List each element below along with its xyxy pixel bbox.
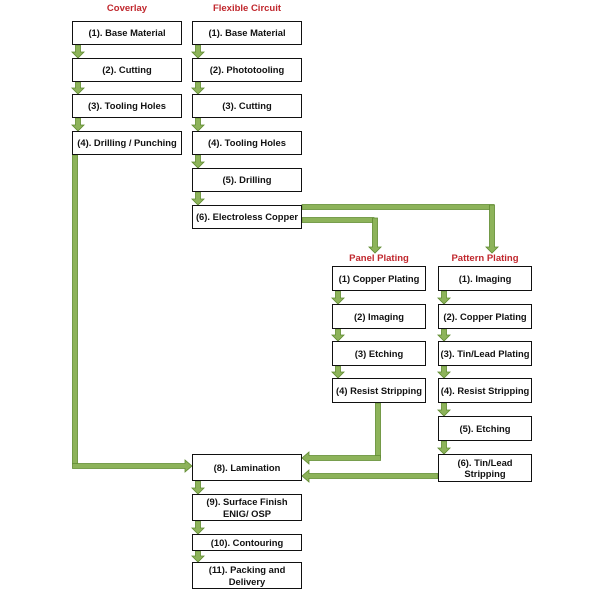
flow-arrow-12 bbox=[437, 328, 451, 342]
coverlay-step-4: (4). Drilling / Punching bbox=[72, 131, 182, 155]
flow-arrow-10 bbox=[331, 365, 345, 379]
flow-arrow-18 bbox=[191, 550, 205, 563]
to-panel-plating-arrow bbox=[368, 217, 382, 254]
final-step-packing-delivery: (11). Packing and Delivery bbox=[192, 562, 302, 589]
flow-arrow-14 bbox=[437, 402, 451, 417]
flex-step-2: (2). Phototooling bbox=[192, 58, 302, 82]
panel-step-2: (2) Imaging bbox=[332, 304, 426, 329]
flexible-circuit-header: Flexible Circuit bbox=[212, 3, 282, 14]
final-step-surface-finish: (9). Surface Finish ENIG/ OSP bbox=[192, 494, 302, 521]
final-step-contouring: (10). Contouring bbox=[192, 534, 302, 551]
pattern-step-4: (4). Resist Stripping bbox=[438, 378, 532, 403]
flow-arrow-13 bbox=[437, 365, 451, 379]
final-step-lamination: (8). Lamination bbox=[192, 454, 302, 481]
flow-arrow-2 bbox=[71, 117, 85, 132]
pattern-plating-header: Pattern Plating bbox=[451, 253, 519, 264]
pattern-step-6: (6). Tin/Lead Stripping bbox=[438, 454, 532, 482]
flow-arrow-6 bbox=[191, 154, 205, 169]
flow-arrow-7 bbox=[191, 191, 205, 206]
flex-step-6: (6). Electroless Copper bbox=[192, 205, 302, 229]
pattern-to-lamination-arrow bbox=[301, 469, 439, 483]
pattern-step-3: (3). Tin/Lead Plating bbox=[438, 341, 532, 366]
flow-arrow-4 bbox=[191, 81, 205, 95]
pattern-step-1: (1). Imaging bbox=[438, 266, 532, 291]
coverlay-step-2: (2). Cutting bbox=[72, 58, 182, 82]
flow-arrow-5 bbox=[191, 117, 205, 132]
branch-lower-bar bbox=[301, 217, 375, 223]
to-pattern-plating-arrow bbox=[485, 204, 499, 254]
panel-step-4: (4) Resist Stripping bbox=[332, 378, 426, 403]
flow-arrow-16 bbox=[191, 480, 205, 495]
flow-arrow-15 bbox=[437, 440, 451, 455]
flow-arrow-8 bbox=[331, 290, 345, 305]
panel-return-vertical bbox=[375, 402, 381, 459]
flow-arrow-0 bbox=[71, 44, 85, 59]
branch-top-bar bbox=[301, 204, 495, 210]
pattern-step-5: (5). Etching bbox=[438, 416, 532, 441]
coverlay-to-lamination-line bbox=[72, 154, 78, 465]
panel-step-3: (3) Etching bbox=[332, 341, 426, 366]
coverlay-header: Coverlay bbox=[106, 3, 148, 14]
flow-arrow-1 bbox=[71, 81, 85, 95]
flex-step-4: (4). Tooling Holes bbox=[192, 131, 302, 155]
flex-step-5: (5). Drilling bbox=[192, 168, 302, 192]
flow-arrow-17 bbox=[191, 520, 205, 535]
pattern-step-2: (2). Copper Plating bbox=[438, 304, 532, 329]
flow-arrow-3 bbox=[191, 44, 205, 59]
flow-arrow-9 bbox=[331, 328, 345, 342]
coverlay-step-1: (1). Base Material bbox=[72, 21, 182, 45]
coverlay-to-lamination-arrow bbox=[72, 459, 193, 473]
panel-to-lamination-arrow bbox=[301, 451, 381, 465]
coverlay-step-3: (3). Tooling Holes bbox=[72, 94, 182, 118]
panel-plating-header: Panel Plating bbox=[349, 253, 409, 264]
panel-step-1: (1) Copper Plating bbox=[332, 266, 426, 291]
flex-step-1: (1). Base Material bbox=[192, 21, 302, 45]
flex-step-3: (3). Cutting bbox=[192, 94, 302, 118]
flow-arrow-11 bbox=[437, 290, 451, 305]
